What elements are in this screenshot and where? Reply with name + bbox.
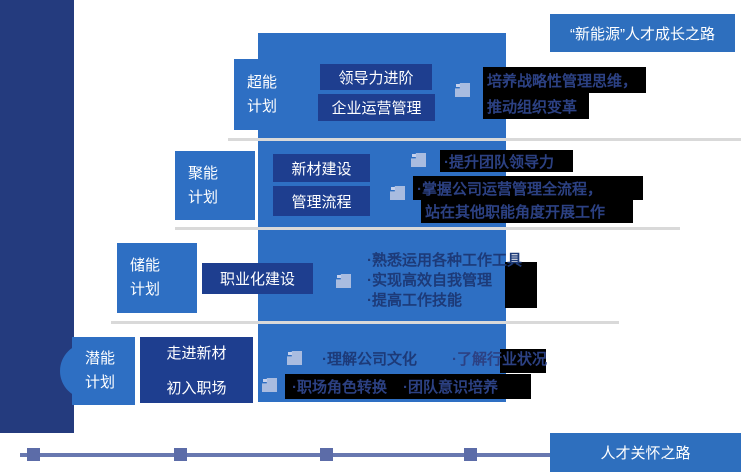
building-icon [390, 186, 405, 200]
course-box-professionalization: 职业化建设 [202, 263, 313, 294]
course-label: 管理流程 [291, 193, 352, 211]
outcome-text: ·职场角色转换 [292, 379, 387, 396]
outcome-text: 站在其他职能角度开展工作 [425, 204, 606, 221]
plan-label-line: 超能 [247, 73, 278, 91]
building-icon [455, 83, 470, 97]
plan-label-line: 计划 [85, 374, 116, 391]
row-divider-3 [111, 321, 619, 324]
outcome-highlight: 站在其他职能角度开展工作 [421, 200, 633, 223]
plan-label-line: 储能 [130, 257, 161, 274]
timeline-marker [174, 448, 187, 461]
course-box-leadership: 领导力进阶 [320, 64, 432, 90]
plan-label-line: 计划 [188, 188, 219, 206]
course-label: 初入职场 [166, 380, 227, 397]
course-box-construction: 新材建设 [273, 154, 370, 182]
outcome-highlight: ·掌握公司运营管理全流程， [413, 176, 643, 200]
outcome-text: ·团队意识培养 [403, 379, 498, 396]
outcome-highlight: ·职场角色转换 ·团队意识培养 [285, 374, 531, 399]
course-label: 企业运营管理 [331, 100, 422, 117]
building-icon [336, 274, 351, 288]
row-divider-1 [228, 138, 741, 141]
outcome-text: 推动组织变革 [487, 98, 578, 116]
care-path-label: 人才关怀之路 [600, 445, 691, 462]
plan-label-line: 聚能 [188, 164, 219, 182]
plan-box-super: 超能 计划 [234, 59, 308, 130]
outcome-highlight: 培养战略性管理思维， [483, 67, 646, 93]
plan-label-line: 潜能 [85, 350, 116, 367]
outcome-text: ·了解行业状况 [452, 351, 547, 368]
outcome-highlight: ·提升团队领导力 [440, 150, 573, 172]
plan-box-potential: 潜能 计划 [72, 337, 135, 405]
course-box-onboarding: 走进新材 初入职场 [140, 337, 253, 403]
building-icon [262, 378, 277, 392]
course-box-process: 管理流程 [273, 186, 370, 216]
timeline-line [20, 453, 550, 457]
course-box-operations: 企业运营管理 [318, 94, 435, 121]
title-banner: “新能源”人才成长之路 [550, 14, 735, 52]
outcome-text: 培养战略性管理思维， [487, 72, 638, 90]
plan-box-gather: 聚能 计划 [175, 151, 255, 220]
outcome-text: ·熟悉运用各种工作工具 [367, 252, 522, 269]
care-path-banner: 人才关怀之路 [550, 433, 741, 472]
plan-label-line: 计划 [130, 281, 161, 298]
page-title: “新能源”人才成长之路 [570, 25, 715, 43]
outcome-text: ·掌握公司运营管理全流程， [417, 180, 602, 198]
timeline-marker [27, 448, 40, 461]
plan-box-store: 储能 计划 [117, 243, 197, 313]
building-icon [411, 153, 426, 167]
highlight-block [505, 262, 537, 308]
course-label: 新材建设 [291, 160, 352, 178]
outcome-text: ·理解公司文化 [322, 351, 417, 368]
timeline-marker [464, 448, 477, 461]
outcome-text: ·提升团队领导力 [444, 153, 554, 171]
highlight-block [500, 349, 546, 373]
outcome-text: ·实现高效自我管理 [367, 272, 492, 289]
row-divider-2 [175, 227, 680, 230]
course-label: 领导力进阶 [338, 69, 414, 87]
outcome-highlight: 推动组织变革 [483, 93, 589, 119]
course-label: 走进新材 [166, 345, 227, 362]
timeline-marker [320, 448, 333, 461]
building-icon [287, 351, 302, 365]
outcome-text: ·提高工作技能 [367, 292, 462, 309]
plan-label-line: 计划 [247, 97, 278, 115]
course-label: 职业化建设 [219, 271, 295, 288]
